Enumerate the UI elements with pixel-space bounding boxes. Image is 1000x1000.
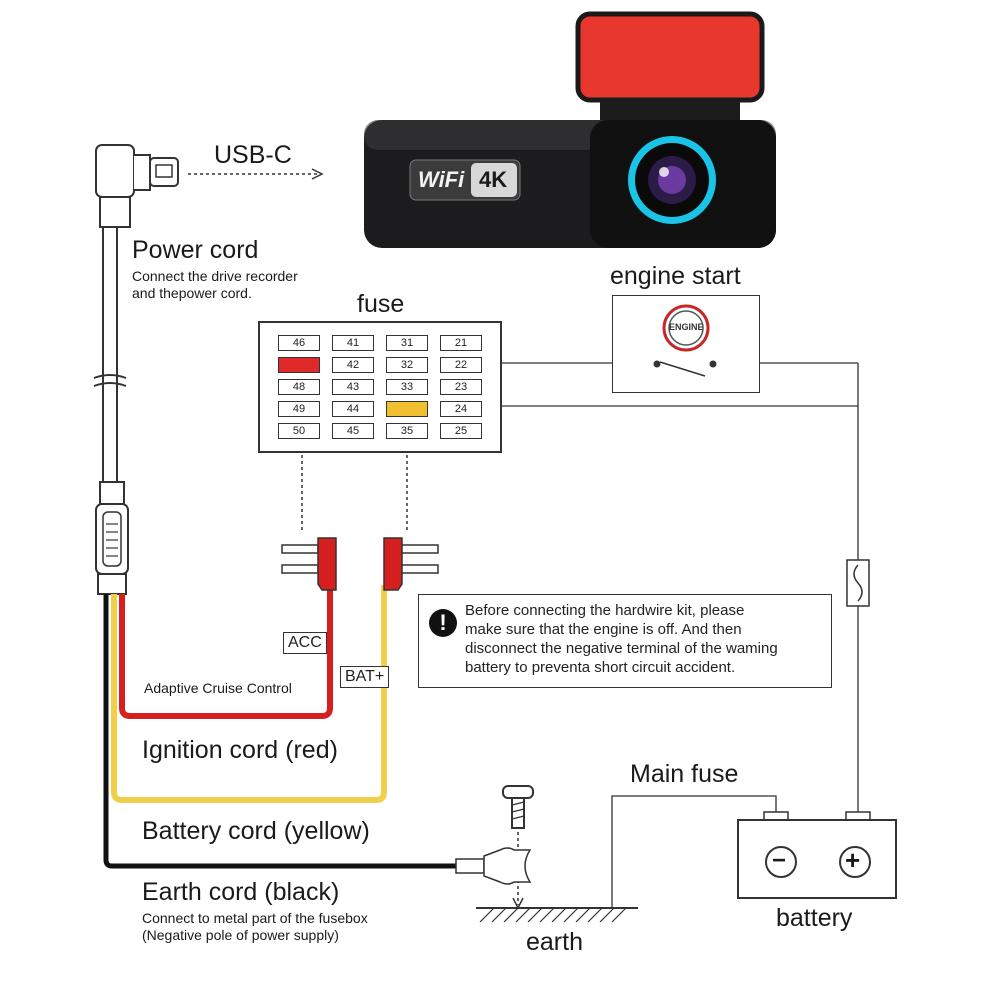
earth-note-line2: (Negative pole of power supply) — [142, 927, 339, 943]
battery-cord-label: Battery cord (yellow) — [142, 817, 370, 845]
fuse-slot: 46 — [278, 335, 320, 351]
fuse-title: fuse — [357, 290, 405, 318]
camera-wifi-label: WiFi — [418, 167, 465, 192]
engine-badge-label: ENGINE — [669, 322, 704, 332]
fuse-slot: 35 — [386, 423, 428, 439]
fuse-tap-acc — [281, 537, 337, 591]
battery-label: battery — [776, 904, 853, 932]
earth-cord-label: Earth cord (black) — [142, 878, 340, 906]
fuse-slot: 24 — [440, 401, 482, 417]
fuse-slot: 21 — [440, 335, 482, 351]
engine-start-box: ENGINE — [612, 295, 760, 393]
cable-connector — [95, 481, 129, 595]
black-wire — [103, 594, 456, 869]
fuse-slot: 22 — [440, 357, 482, 373]
fuse-slot: 50 — [278, 423, 320, 439]
usb-c-label: USB-C — [214, 141, 292, 169]
camera-4k-label: 4K — [479, 167, 508, 192]
fuse-tap-bat — [383, 537, 439, 591]
battery-minus-symbol: − — [772, 847, 787, 874]
fuse-slot: 41 — [332, 335, 374, 351]
fuse-box: 46 41 31 21 42 32 22 48 43 33 23 49 44 2… — [258, 321, 502, 453]
yellow-wire — [111, 585, 387, 803]
red-wire — [119, 585, 333, 719]
earth-note-line1: Connect to metal part of the fusebox — [142, 910, 368, 926]
ring-terminal-icon — [455, 847, 532, 885]
dash-camera — [364, 11, 776, 248]
battery-plus-symbol: + — [845, 845, 861, 875]
engine-start-title: engine start — [610, 262, 741, 290]
bat-tag: BAT+ — [340, 666, 390, 688]
fuse-slot: 48 — [278, 379, 320, 395]
fuse-slot: 32 — [386, 357, 428, 373]
power-cord-title: Power cord — [132, 236, 259, 264]
battery-icon — [737, 811, 897, 899]
fuse-slot: 49 — [278, 401, 320, 417]
inline-fuse-icon — [846, 559, 870, 607]
screw-icon — [502, 785, 534, 910]
warning-icon: ! — [429, 609, 457, 637]
earth-icon — [476, 907, 638, 923]
earth-label: earth — [526, 928, 583, 956]
fuse-slot: 25 — [440, 423, 482, 439]
engine-switch-icon — [653, 304, 717, 377]
warning-text: Before connecting the hardwire kit, plea… — [465, 602, 778, 676]
main-fuse-label: Main fuse — [630, 760, 739, 788]
fuse-slot-yellow — [386, 401, 428, 417]
ignition-cord-label: Ignition cord (red) — [142, 736, 338, 764]
acc-tag: ACC — [283, 632, 327, 654]
fuse-slot: 43 — [332, 379, 374, 395]
usb-c-plug — [95, 144, 324, 228]
adaptive-cruise-label: Adaptive Cruise Control — [144, 680, 292, 696]
fuse-slot: 31 — [386, 335, 428, 351]
power-cord-note-line2: and thepower cord. — [132, 285, 252, 301]
fuse-slot: 45 — [332, 423, 374, 439]
fuse-slot: 33 — [386, 379, 428, 395]
power-cord-note-line1: Connect the drive recorder — [132, 268, 298, 284]
fuse-slot: 42 — [332, 357, 374, 373]
warning-box: ! Before connecting the hardwire kit, pl… — [418, 594, 832, 688]
fuse-slot: 23 — [440, 379, 482, 395]
power-cable — [93, 225, 127, 490]
fuse-slot-red — [278, 357, 320, 373]
fuse-slot: 44 — [332, 401, 374, 417]
